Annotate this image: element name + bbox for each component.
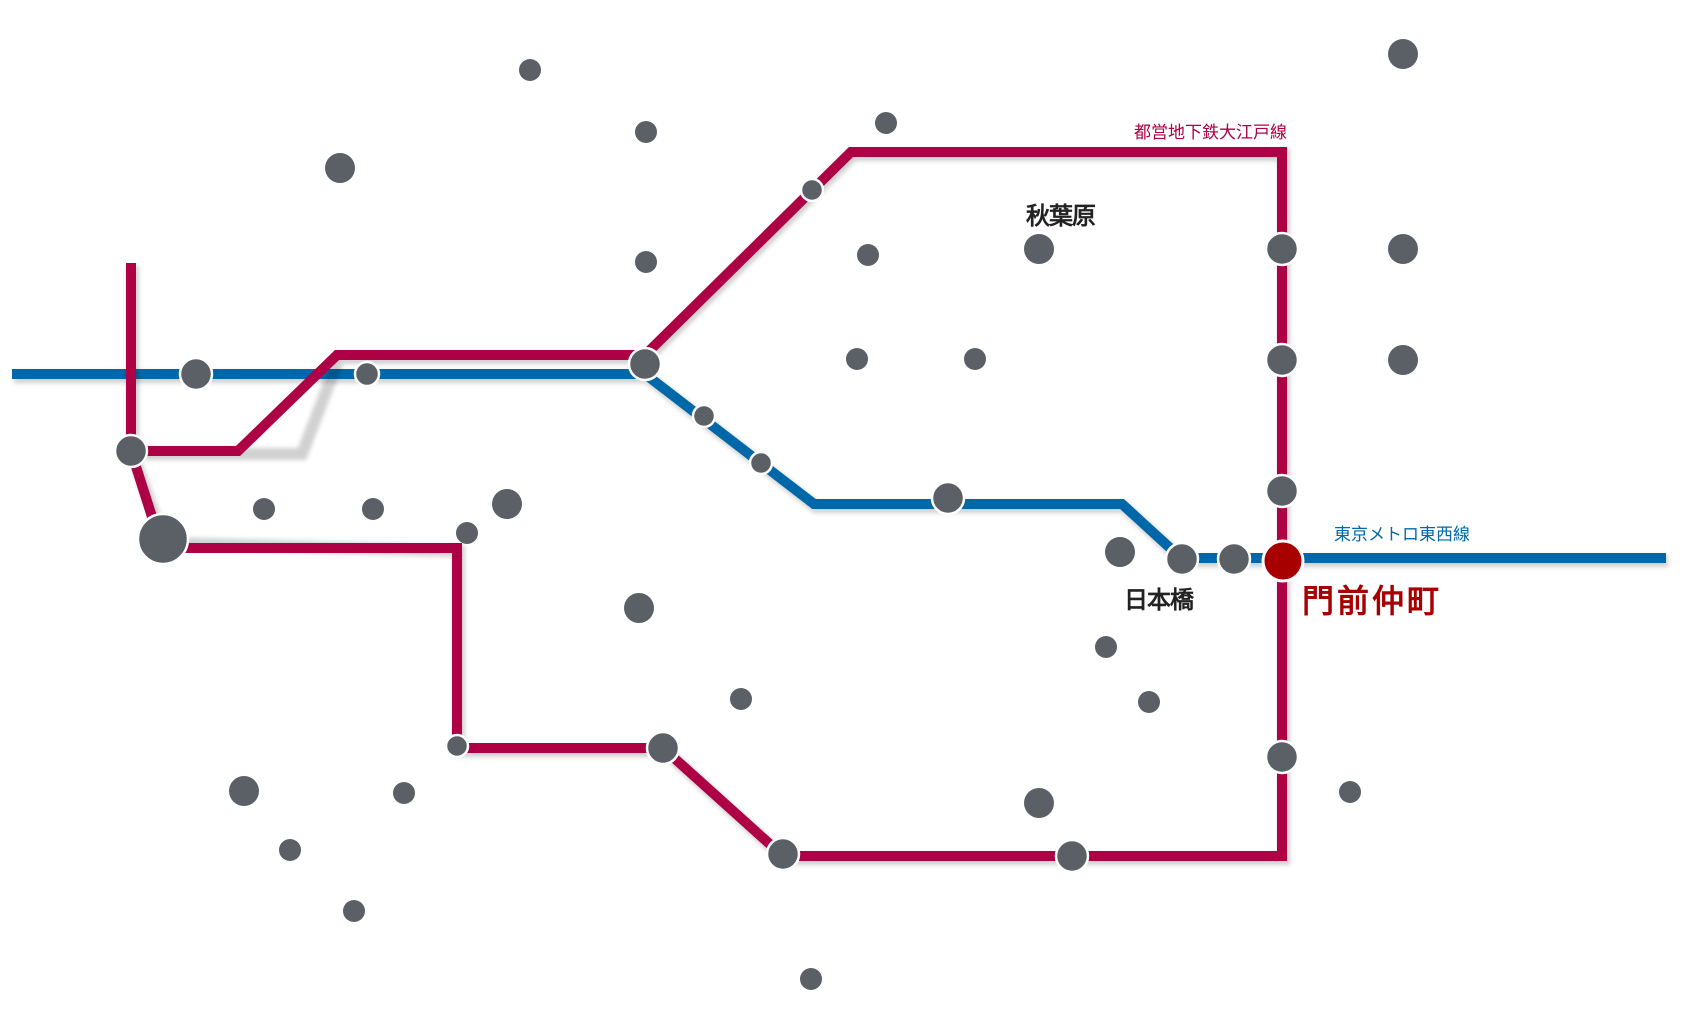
station-dot [229, 776, 259, 806]
highlight-station-marker [1261, 539, 1305, 583]
station-marker [1054, 838, 1090, 874]
station-marker [627, 346, 663, 382]
station-dot [325, 153, 355, 183]
station-marker [1264, 231, 1300, 267]
station-dot [635, 251, 657, 273]
oedo-line-label: 都営地下鉄大江戸線 [1134, 123, 1287, 143]
station-dot [362, 498, 384, 520]
station-dot [1388, 234, 1418, 264]
line-stations [113, 177, 1300, 874]
station-marker [748, 450, 774, 476]
background-stations [229, 39, 1418, 990]
station-marker [1264, 473, 1300, 509]
station-dot [279, 839, 301, 861]
nihonbashi-label: 日本橋 [1124, 585, 1195, 614]
station-dot [1138, 691, 1160, 713]
station-dot [964, 348, 986, 370]
station-dot [519, 59, 541, 81]
station-dot [343, 900, 365, 922]
station-dot [1388, 345, 1418, 375]
station-marker [1216, 541, 1252, 577]
akihabara-label: 秋葉原 [1026, 201, 1096, 230]
station-dot [253, 498, 275, 520]
station-dot [624, 593, 654, 623]
station-marker [444, 733, 470, 759]
station-marker [1264, 342, 1300, 378]
station-dot [1024, 788, 1054, 818]
station-marker [799, 177, 825, 203]
station-dot [875, 112, 897, 134]
station-dot [456, 522, 478, 544]
station-dot [730, 688, 752, 710]
tozai-line-label: 東京メトロ東西線 [1334, 525, 1470, 545]
station-marker [691, 403, 717, 429]
station-marker [136, 512, 190, 566]
station-dot [492, 489, 522, 519]
station-marker [765, 836, 801, 872]
station-dot [1388, 39, 1418, 69]
station-marker [1164, 541, 1200, 577]
highlight-station-label: 門前仲町 [1302, 582, 1442, 620]
station-dot [1024, 234, 1054, 264]
station-marker [353, 360, 381, 388]
station-marker [1264, 739, 1300, 775]
station-marker [645, 730, 681, 766]
station-dot [846, 348, 868, 370]
station-dot [635, 121, 657, 143]
station-marker [113, 433, 149, 469]
station-marker [178, 356, 214, 392]
station-dot [1095, 636, 1117, 658]
station-dot [393, 782, 415, 804]
station-dot [800, 968, 822, 990]
station-dot [1339, 781, 1361, 803]
station-marker [930, 480, 966, 516]
station-dot [1105, 537, 1135, 567]
station-dot [857, 244, 879, 266]
